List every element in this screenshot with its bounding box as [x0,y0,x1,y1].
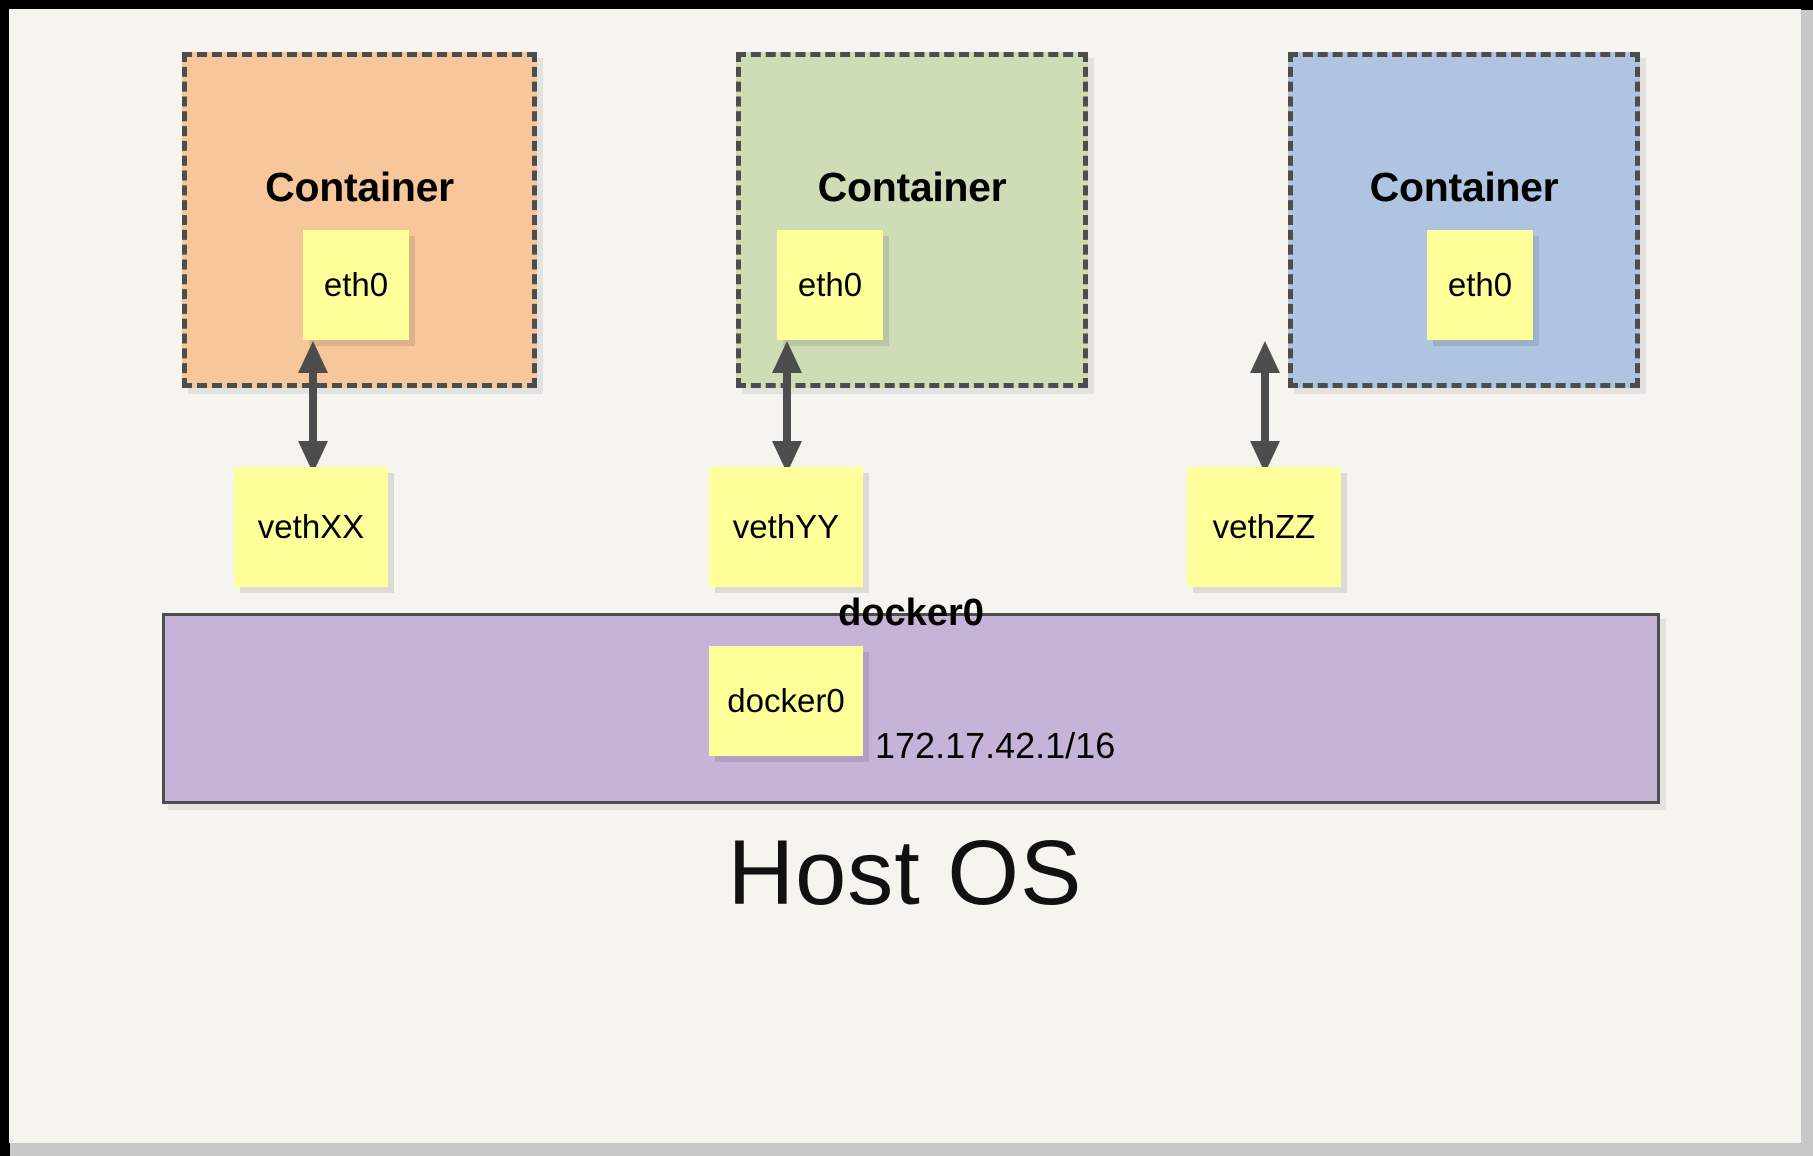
container-title-3: Container [1369,164,1559,210]
container-title-1: Container [265,164,454,210]
docker0-interface-box: docker0 [709,646,863,756]
docker0-bridge [162,613,1660,804]
docker0-ip-label: 172.17.42.1/16 [875,725,1116,766]
link-arrow-1 [298,341,328,473]
veth-box-3: vethZZ [1187,467,1341,587]
container-eth0-2: eth0 [777,230,883,340]
link-arrow-2 [772,341,802,473]
veth-box-1: vethXX [234,467,388,587]
diagram-canvas: Container eth0 vethXX Container eth0 vet… [9,9,1801,1143]
container-title-2: Container [817,164,1007,210]
veth-box-2: vethYY [709,467,863,587]
host-os-label: Host OS [727,822,1083,924]
container-eth0-3: eth0 [1427,230,1533,340]
container-eth0-1: eth0 [303,230,409,340]
docker0-bridge-label: docker0 [838,592,984,634]
link-arrow-3 [1250,341,1280,473]
